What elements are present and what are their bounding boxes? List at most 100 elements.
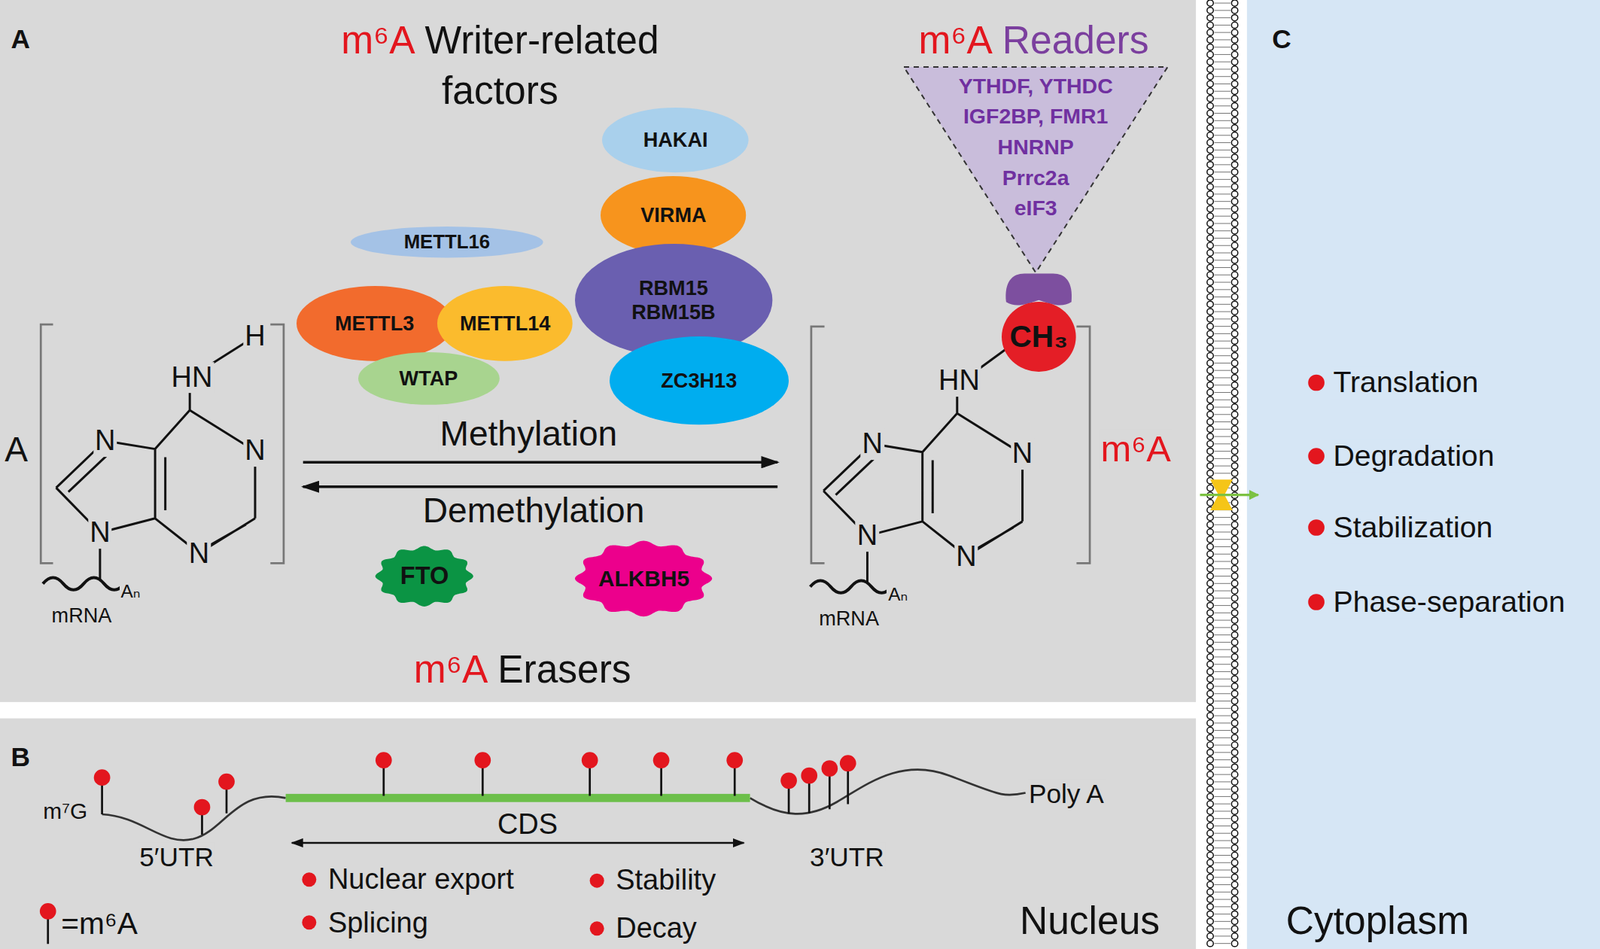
cell-membrane-part [1213,745,1231,746]
cell-membrane-part [1207,124,1214,131]
cell-membrane-part [1207,271,1214,278]
cell-membrane-part [1231,837,1238,844]
cell-membrane-part [1213,421,1231,423]
cell-membrane-part [1207,183,1214,190]
reaction-arrows [303,462,778,487]
text-label: Phase-separation [1331,585,1567,618]
cell-membrane-part [1213,450,1231,452]
text-label: 5′UTR [137,842,216,873]
cell-membrane-part [1213,24,1231,26]
cell-membrane-part [1231,455,1238,462]
text-label: N [855,520,880,552]
cell-membrane-part [1231,154,1238,161]
cell-membrane-part [1231,609,1238,616]
cell-membrane-part [1207,404,1214,411]
cell-membrane-part [1207,176,1214,183]
node-label: RBM15 [638,276,709,300]
cell-membrane-part [1231,470,1238,477]
m6a-molecule-part [1005,273,1072,305]
cell-membrane-part [1207,279,1214,286]
cell-membrane-part [1213,788,1231,790]
cell-membrane-part [1231,58,1238,65]
cell-membrane-part [1213,605,1231,606]
cell-membrane-part [1213,54,1231,55]
cell-membrane-part [1213,32,1231,34]
cell-membrane-part [1213,200,1231,202]
adenosine-molecule-part [42,392,256,591]
cell-membrane-part [1231,330,1238,337]
eraser-blob-shape-part [574,540,712,617]
cell-membrane-part [1231,734,1238,741]
cell-membrane-part [1231,161,1238,168]
cell-membrane-part [1213,215,1231,217]
cell-membrane-part [1213,715,1231,717]
cell-membrane-part [1207,212,1214,220]
writer-ellipse: METTL14 [436,285,574,362]
cell-membrane-part [1207,21,1214,28]
m6a-sites-part-part [780,772,797,789]
cell-membrane-part [1231,197,1238,204]
bullet-dots-part [1307,593,1325,611]
cell-membrane-part [1207,337,1214,344]
cell-membrane-part [1213,620,1231,621]
m6a-sites-part-part [821,760,838,777]
cell-membrane-part [1207,484,1214,491]
cell-membrane-part [1207,418,1214,425]
cell-membrane-part [1207,742,1214,749]
bullet-dots [301,374,1325,937]
m6a-sites-part [39,751,857,919]
panel-c: CCytoplasm [1247,0,1600,949]
cell-membrane-part [1231,536,1238,543]
cell-membrane-part [1231,572,1238,579]
m6a-sites-part-part [726,751,743,769]
text-label: N [187,538,211,570]
cell-membrane-part [1213,436,1231,438]
m6a-molecule [810,273,1091,593]
cell-membrane-part [1231,80,1238,87]
cell-membrane-part [1213,671,1231,673]
cell-membrane-part [1207,51,1214,58]
cell-membrane-part [1213,575,1231,577]
cell-membrane-part [1231,433,1238,440]
cell-membrane-part [1207,316,1214,323]
panel-text: A [10,24,30,54]
node-label: Prrc2a [1002,162,1070,194]
cell-membrane-part [1207,595,1214,602]
cell-membrane-part [1207,580,1214,587]
cell-membrane-part [1213,825,1231,827]
cell-membrane-part [1231,933,1238,940]
heading-word: m⁶A [918,18,992,62]
cell-membrane-part [1213,884,1231,886]
cell-membrane-part [1231,382,1238,389]
cell-membrane-part [1231,690,1238,697]
cell-membrane-part [1213,193,1231,195]
cell-membrane-part [1213,17,1231,19]
cell-membrane-part [1213,127,1231,129]
cell-membrane-part [1231,726,1238,734]
cell-membrane-part [1213,561,1231,563]
cell-membrane-part [1231,624,1238,631]
heading: m⁶AReaders [865,15,1202,66]
cell-membrane-part [1231,279,1238,286]
cell-membrane-part [1231,132,1238,139]
panel-text: C [1271,24,1291,54]
cell-membrane-part [1207,234,1214,241]
cell-membrane-part [1231,874,1238,881]
cell-membrane-part [1213,120,1231,122]
cell-membrane-part [1231,859,1238,866]
legend-text: =m⁶A [60,906,137,941]
cell-membrane-part [1231,660,1238,667]
cell-membrane-part [1207,550,1214,557]
cell-membrane-part [1207,66,1214,73]
cell-membrane-part [1231,683,1238,690]
cell-membrane-part [1213,407,1231,408]
cell-membrane-part [1207,785,1214,792]
cell-membrane-part [1213,942,1231,944]
cell-membrane-part [1231,653,1238,661]
cell-membrane-part [1207,286,1214,293]
node-label: WTAP [399,366,459,390]
text-label: N [88,517,112,549]
cell-membrane-part [1207,822,1214,829]
methyl-circle: CH₃ [1000,301,1077,373]
cell-membrane-part [1231,293,1238,300]
